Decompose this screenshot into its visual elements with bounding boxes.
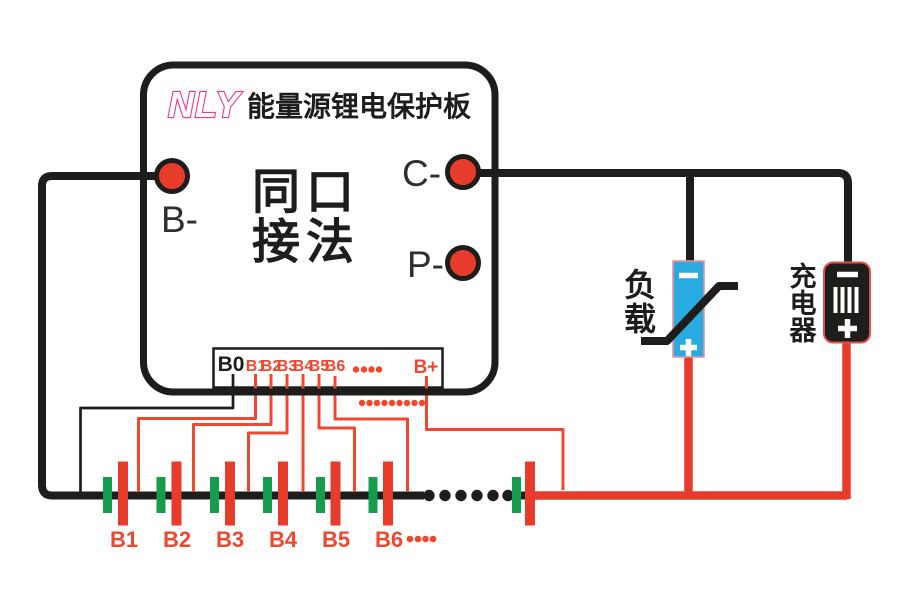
terminal-b-minus bbox=[154, 158, 190, 194]
sense-wire-b6 bbox=[333, 376, 409, 492]
protection-board: NLY 能量源锂电保护板 同口 接法 B- C- P- bbox=[140, 61, 499, 396]
pin-label-b3: B3 bbox=[277, 358, 298, 375]
charger: 充 电 器 bbox=[789, 261, 871, 346]
cell-label-b4: B4 bbox=[269, 527, 298, 552]
pin-label-b0: B0 bbox=[218, 353, 245, 376]
cell-label-b3: B3 bbox=[216, 527, 244, 552]
pin-label-b4: B4 bbox=[293, 358, 314, 375]
terminal-p-minus bbox=[445, 245, 481, 281]
cell-b6 bbox=[368, 461, 393, 526]
brand-logo: NLY bbox=[168, 84, 242, 125]
sense-wire-b3 bbox=[247, 374, 289, 492]
sense-wire-b1 bbox=[137, 374, 257, 492]
load-slash-symbol bbox=[641, 282, 738, 345]
charger-label-char2: 电 bbox=[790, 289, 817, 319]
cell-label-b6: B6 bbox=[375, 527, 403, 552]
strip-cover bbox=[213, 348, 443, 389]
terminal-c-minus-label: C- bbox=[402, 153, 441, 194]
cell-b4 bbox=[263, 461, 288, 526]
charger-prongs-icon bbox=[833, 287, 859, 313]
strip-outline bbox=[212, 347, 444, 389]
load-label-char1: 负 bbox=[624, 267, 656, 303]
series-ellipsis-dots bbox=[423, 489, 514, 502]
cell-label-b1: B1 bbox=[110, 527, 138, 552]
sense-ellipsis-dots bbox=[358, 399, 426, 407]
cell-b3 bbox=[210, 461, 235, 526]
cell-label-ellipsis-dots bbox=[406, 535, 437, 543]
charger-plus-symbol bbox=[838, 319, 857, 338]
terminal-b-minus-label: B- bbox=[161, 199, 198, 240]
positive-wires bbox=[530, 341, 851, 500]
charger-body bbox=[823, 261, 871, 344]
b-plus-wire bbox=[425, 376, 565, 490]
mode-text-line1: 同口 bbox=[252, 166, 360, 219]
balance-connector-strip: B0 B1 B2 B3 B4 B5 B6 B+ bbox=[212, 347, 444, 389]
pin-label-b1: B1 bbox=[246, 358, 267, 375]
load: 负 载 bbox=[624, 260, 738, 358]
battery-string: B1 B2 B3 B4 B5 B6 bbox=[103, 461, 535, 552]
negative-wires bbox=[38, 169, 852, 500]
terminal-c-minus bbox=[445, 154, 481, 190]
mode-text-line2: 接法 bbox=[252, 216, 360, 269]
cell-label-b5: B5 bbox=[322, 527, 350, 552]
cell-b2 bbox=[156, 461, 182, 526]
balance-wires bbox=[79, 374, 565, 492]
pin-label-b6: B6 bbox=[325, 358, 346, 375]
pin-label-b2: B2 bbox=[261, 358, 282, 375]
cell-b5 bbox=[316, 461, 341, 526]
sense-wire-b2 bbox=[192, 374, 273, 492]
charger-label-char3: 器 bbox=[789, 316, 818, 346]
pin-label-b-plus: B+ bbox=[414, 357, 439, 378]
load-plus-symbol bbox=[680, 339, 697, 356]
cell-label-b2: B2 bbox=[163, 527, 191, 552]
pin-label-b5: B5 bbox=[309, 358, 330, 375]
terminal-p-minus-label: P- bbox=[407, 244, 444, 285]
board-title: 能量源锂电保护板 bbox=[247, 91, 471, 122]
b-minus-to-battery-wire bbox=[38, 172, 424, 500]
c-minus-to-charger-wire bbox=[463, 169, 852, 263]
cell-b1 bbox=[103, 461, 128, 526]
load-label-char2: 载 bbox=[624, 301, 656, 337]
charger-label-char1: 充 bbox=[790, 261, 817, 292]
board-terminals bbox=[154, 154, 481, 281]
strip-ellipsis-dots bbox=[352, 366, 383, 373]
sense-wire-b5 bbox=[317, 374, 356, 492]
